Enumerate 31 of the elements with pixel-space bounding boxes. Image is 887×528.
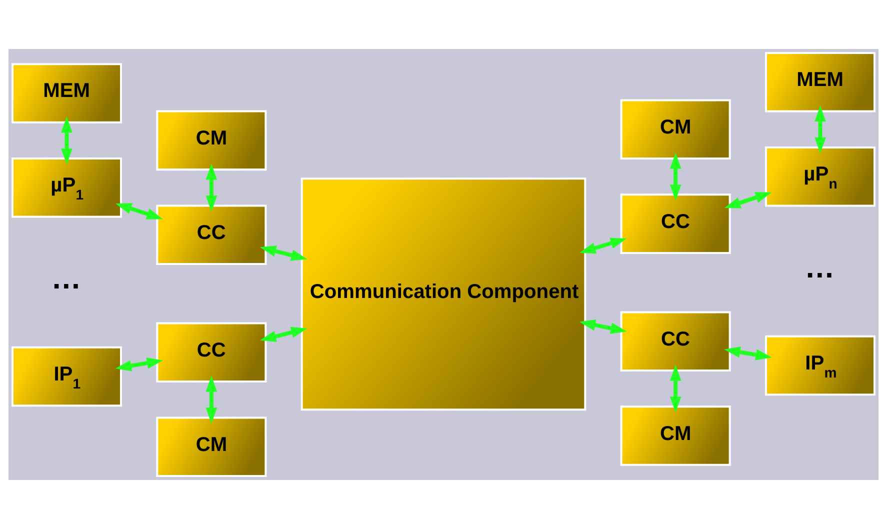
arrow: [579, 237, 627, 254]
arrow: [206, 163, 218, 212]
arrow: [206, 375, 218, 424]
node-box: Communication Component: [300, 177, 586, 410]
node-box: IP$_{m}$: [765, 334, 876, 396]
arrow: [670, 364, 682, 412]
label: …: [804, 251, 835, 284]
arrow: [670, 152, 682, 200]
node-box: IP$_{1}$: [12, 346, 122, 406]
arrow: [724, 346, 772, 360]
node-box: CC: [156, 204, 267, 264]
node-box: CM: [156, 110, 267, 170]
arrow: [115, 357, 164, 371]
arrow: [724, 192, 772, 208]
node-box: MEM: [12, 62, 122, 123]
node-box: CC: [156, 322, 267, 382]
arrow: [260, 326, 308, 342]
node-box: CM: [620, 98, 731, 160]
arrow: [116, 202, 163, 219]
arrow: [814, 104, 826, 154]
node-box: µP$_{n}$: [765, 146, 876, 206]
node-box: CC: [620, 193, 731, 254]
node-box: CM: [620, 405, 731, 466]
arrow: [260, 245, 308, 260]
node-box: µP$_{1}$: [12, 157, 122, 218]
arrow: [61, 116, 72, 164]
node-box: CM: [156, 416, 267, 476]
node-box: CC: [620, 310, 731, 371]
arrow: [579, 319, 627, 334]
node-box: MEM: [765, 52, 876, 112]
label: …: [51, 262, 82, 296]
